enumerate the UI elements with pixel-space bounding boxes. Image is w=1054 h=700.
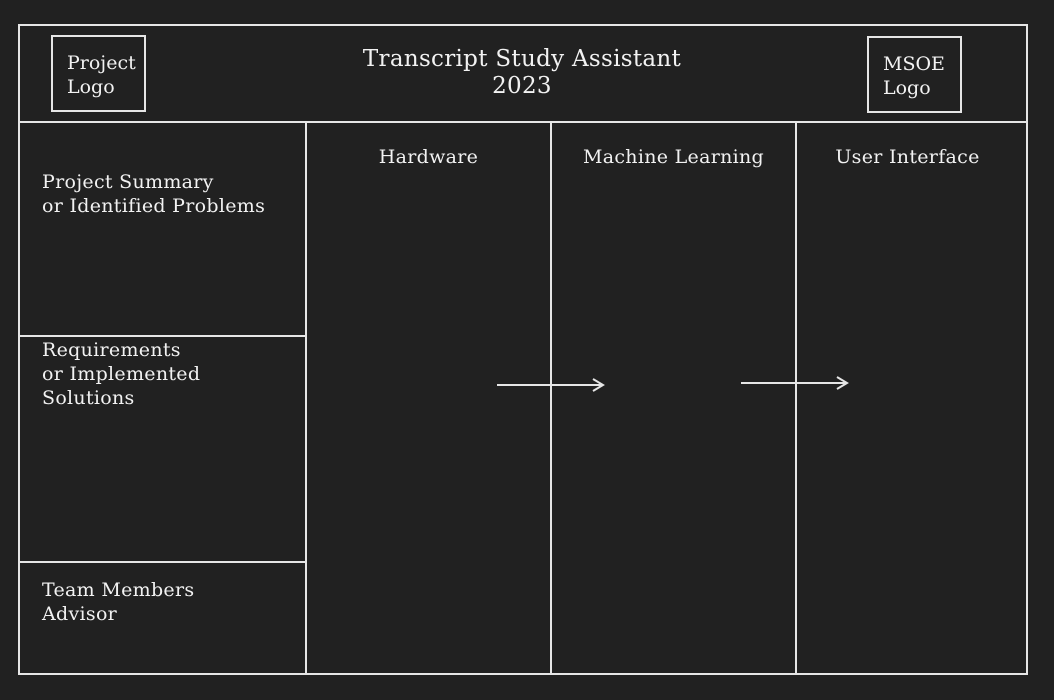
project-logo-placeholder: Project Logo (51, 35, 146, 112)
project-summary-label: Project Summary or Identified Problems (42, 171, 266, 217)
left-panel-divider (305, 121, 307, 673)
column-label-hardware: Hardware (378, 146, 479, 168)
column-label-user-interface: User Interface (835, 146, 980, 168)
arrow-hardware-to-ml (497, 378, 605, 392)
column-divider-2 (795, 121, 797, 673)
poster-frame (18, 24, 1028, 675)
arrow-ml-to-ui (741, 376, 849, 390)
team-members-label: Team Members Advisor (42, 579, 195, 625)
requirements-divider (18, 561, 307, 563)
header-divider (18, 121, 1026, 123)
summary-divider (18, 335, 307, 337)
poster-title: Transcript Study Assistant 2023 (362, 46, 682, 99)
column-label-machine-learning: Machine Learning (582, 146, 765, 168)
requirements-label: Requirements or Implemented Solutions (42, 339, 201, 409)
msoe-logo-placeholder: MSOE Logo (867, 36, 962, 113)
column-divider-1 (550, 121, 552, 675)
